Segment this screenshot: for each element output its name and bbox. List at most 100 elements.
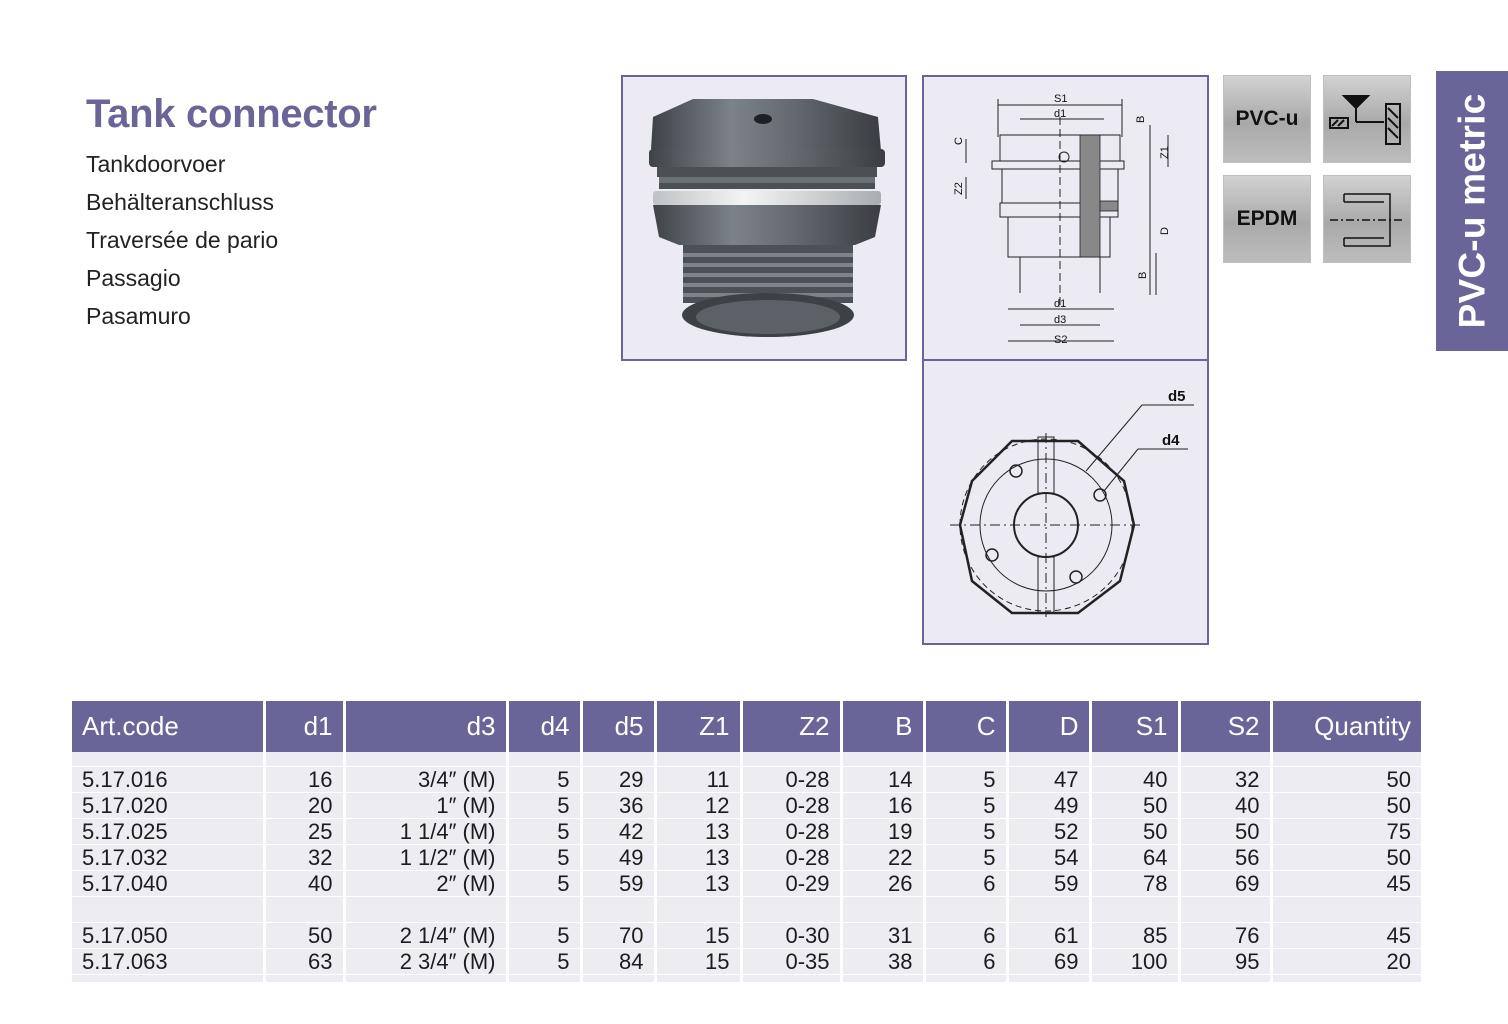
table-cell: 25 [264, 818, 346, 845]
table-cell: 38 [841, 948, 926, 975]
table-cell: 14 [841, 766, 926, 793]
table-cell: 50 [1090, 792, 1181, 819]
table-cell: 31 [841, 922, 926, 949]
category-tab[interactable]: PVC-u metric [1436, 71, 1508, 351]
table-cell: 70 [581, 922, 657, 949]
translations-list: Tankdoorvoer Behälteranschluss Traversée… [86, 145, 377, 335]
table-cell: 0-28 [741, 766, 843, 793]
table-cell: 16 [841, 792, 926, 819]
seal-badge-label: EPDM [1236, 207, 1298, 230]
d3-label: d3 [1054, 314, 1066, 326]
table-cell: 13 [655, 870, 743, 897]
table-cell: 5 [507, 792, 583, 819]
table-cell: 5.17.063 [72, 948, 266, 975]
table-cell: 49 [581, 844, 657, 871]
table-cell: 5.17.032 [72, 844, 266, 871]
table-cell: 13 [655, 844, 743, 871]
header-d1: d1 [264, 701, 346, 752]
table-cell: 52 [1007, 818, 1092, 845]
table-cell: 3/4″ (M) [344, 766, 509, 793]
table-cell: 5 [507, 948, 583, 975]
table-cell: 13 [655, 818, 743, 845]
category-tab-label: PVC-u metric [1451, 93, 1493, 329]
table-cell: 69 [1007, 948, 1092, 975]
table-cell: 50 [1271, 844, 1421, 871]
b-top-label: B [1135, 116, 1147, 123]
header-z1: Z1 [655, 701, 743, 752]
table-cell: 5.17.016 [72, 766, 266, 793]
table-cell: 5 [507, 844, 583, 871]
table-cell: 56 [1179, 844, 1273, 871]
translation-dutch: Tankdoorvoer [86, 151, 226, 177]
section-drawing-icon: S1 d1 B C Z1 Z2 D B d1 d3 S2 [953, 93, 1171, 346]
header-s2: S2 [1179, 701, 1273, 752]
table-cell: 42 [581, 818, 657, 845]
table-cell: 59 [1007, 870, 1092, 897]
table-cell: 69 [1179, 870, 1273, 897]
table-cell: 20 [1271, 948, 1421, 975]
front-view-drawing-icon: d5 d4 [950, 388, 1194, 617]
socket-icon [1323, 175, 1411, 263]
d4-label: d4 [1162, 432, 1180, 449]
header-s1: S1 [1090, 701, 1181, 752]
header-b: B [841, 701, 926, 752]
header-d3: d3 [344, 701, 509, 752]
table-cell: 32 [1179, 766, 1273, 793]
table-header-row: Art.code d1 d3 d4 d5 Z1 Z2 B C D S1 S2 Q… [72, 701, 1421, 752]
header-quantity: Quantity [1271, 701, 1421, 752]
translation-spanish: Pasamuro [86, 303, 191, 329]
d-label: D [1159, 227, 1171, 235]
spec-table: Art.code d1 d3 d4 d5 Z1 Z2 B C D S1 S2 Q… [72, 701, 1421, 983]
table-cell: 75 [1271, 818, 1421, 845]
table-cell: 5 [507, 922, 583, 949]
table-cell: 0-28 [741, 844, 843, 871]
table-cell: 32 [264, 844, 346, 871]
table-cell: 5.17.025 [72, 818, 266, 845]
table-cell: 5 [507, 766, 583, 793]
d1-top-label: d1 [1054, 108, 1066, 120]
table-cell: 6 [924, 922, 1009, 949]
table-cell: 5 [924, 792, 1009, 819]
table-cell: 5 [507, 870, 583, 897]
table-cell: 76 [1179, 922, 1273, 949]
section-drawing: S1 d1 B C Z1 Z2 D B d1 d3 S2 [922, 75, 1209, 361]
table-cell: 5 [924, 766, 1009, 793]
product-heading: Tank connector Tankdoorvoer Behälteransc… [86, 92, 377, 335]
table-cell: 15 [655, 948, 743, 975]
d1-bottom-label: d1 [1054, 298, 1066, 310]
table-cell: 45 [1271, 870, 1421, 897]
translation-german: Behälteranschluss [86, 189, 274, 215]
table-cell: 85 [1090, 922, 1181, 949]
table-cell: 0-28 [741, 818, 843, 845]
table-cell: 5 [924, 844, 1009, 871]
table-cell: 1 1/4″ (M) [344, 818, 509, 845]
header-z2: Z2 [741, 701, 843, 752]
table-cell: 0-29 [741, 870, 843, 897]
table-cell: 50 [1271, 792, 1421, 819]
header-c: C [924, 701, 1009, 752]
table-cell: 40 [264, 870, 346, 897]
table-cell: 40 [1179, 792, 1273, 819]
table-cell: 0-35 [741, 948, 843, 975]
page-title: Tank connector [86, 92, 377, 136]
d5-label: d5 [1168, 388, 1186, 405]
table-cell: 0-30 [741, 922, 843, 949]
table-cell: 16 [264, 766, 346, 793]
table-cell: 100 [1090, 948, 1181, 975]
b-bottom-label: B [1137, 272, 1149, 279]
table-cell: 2″ (M) [344, 870, 509, 897]
header-d: D [1007, 701, 1092, 752]
table-cell: 50 [1090, 818, 1181, 845]
z2-label: Z2 [953, 182, 965, 195]
table-cell: 5 [507, 818, 583, 845]
table-cell: 5.17.050 [72, 922, 266, 949]
table-cell: 84 [581, 948, 657, 975]
front-view-drawing: d5 d4 [922, 359, 1209, 645]
table-cell: 61 [1007, 922, 1092, 949]
